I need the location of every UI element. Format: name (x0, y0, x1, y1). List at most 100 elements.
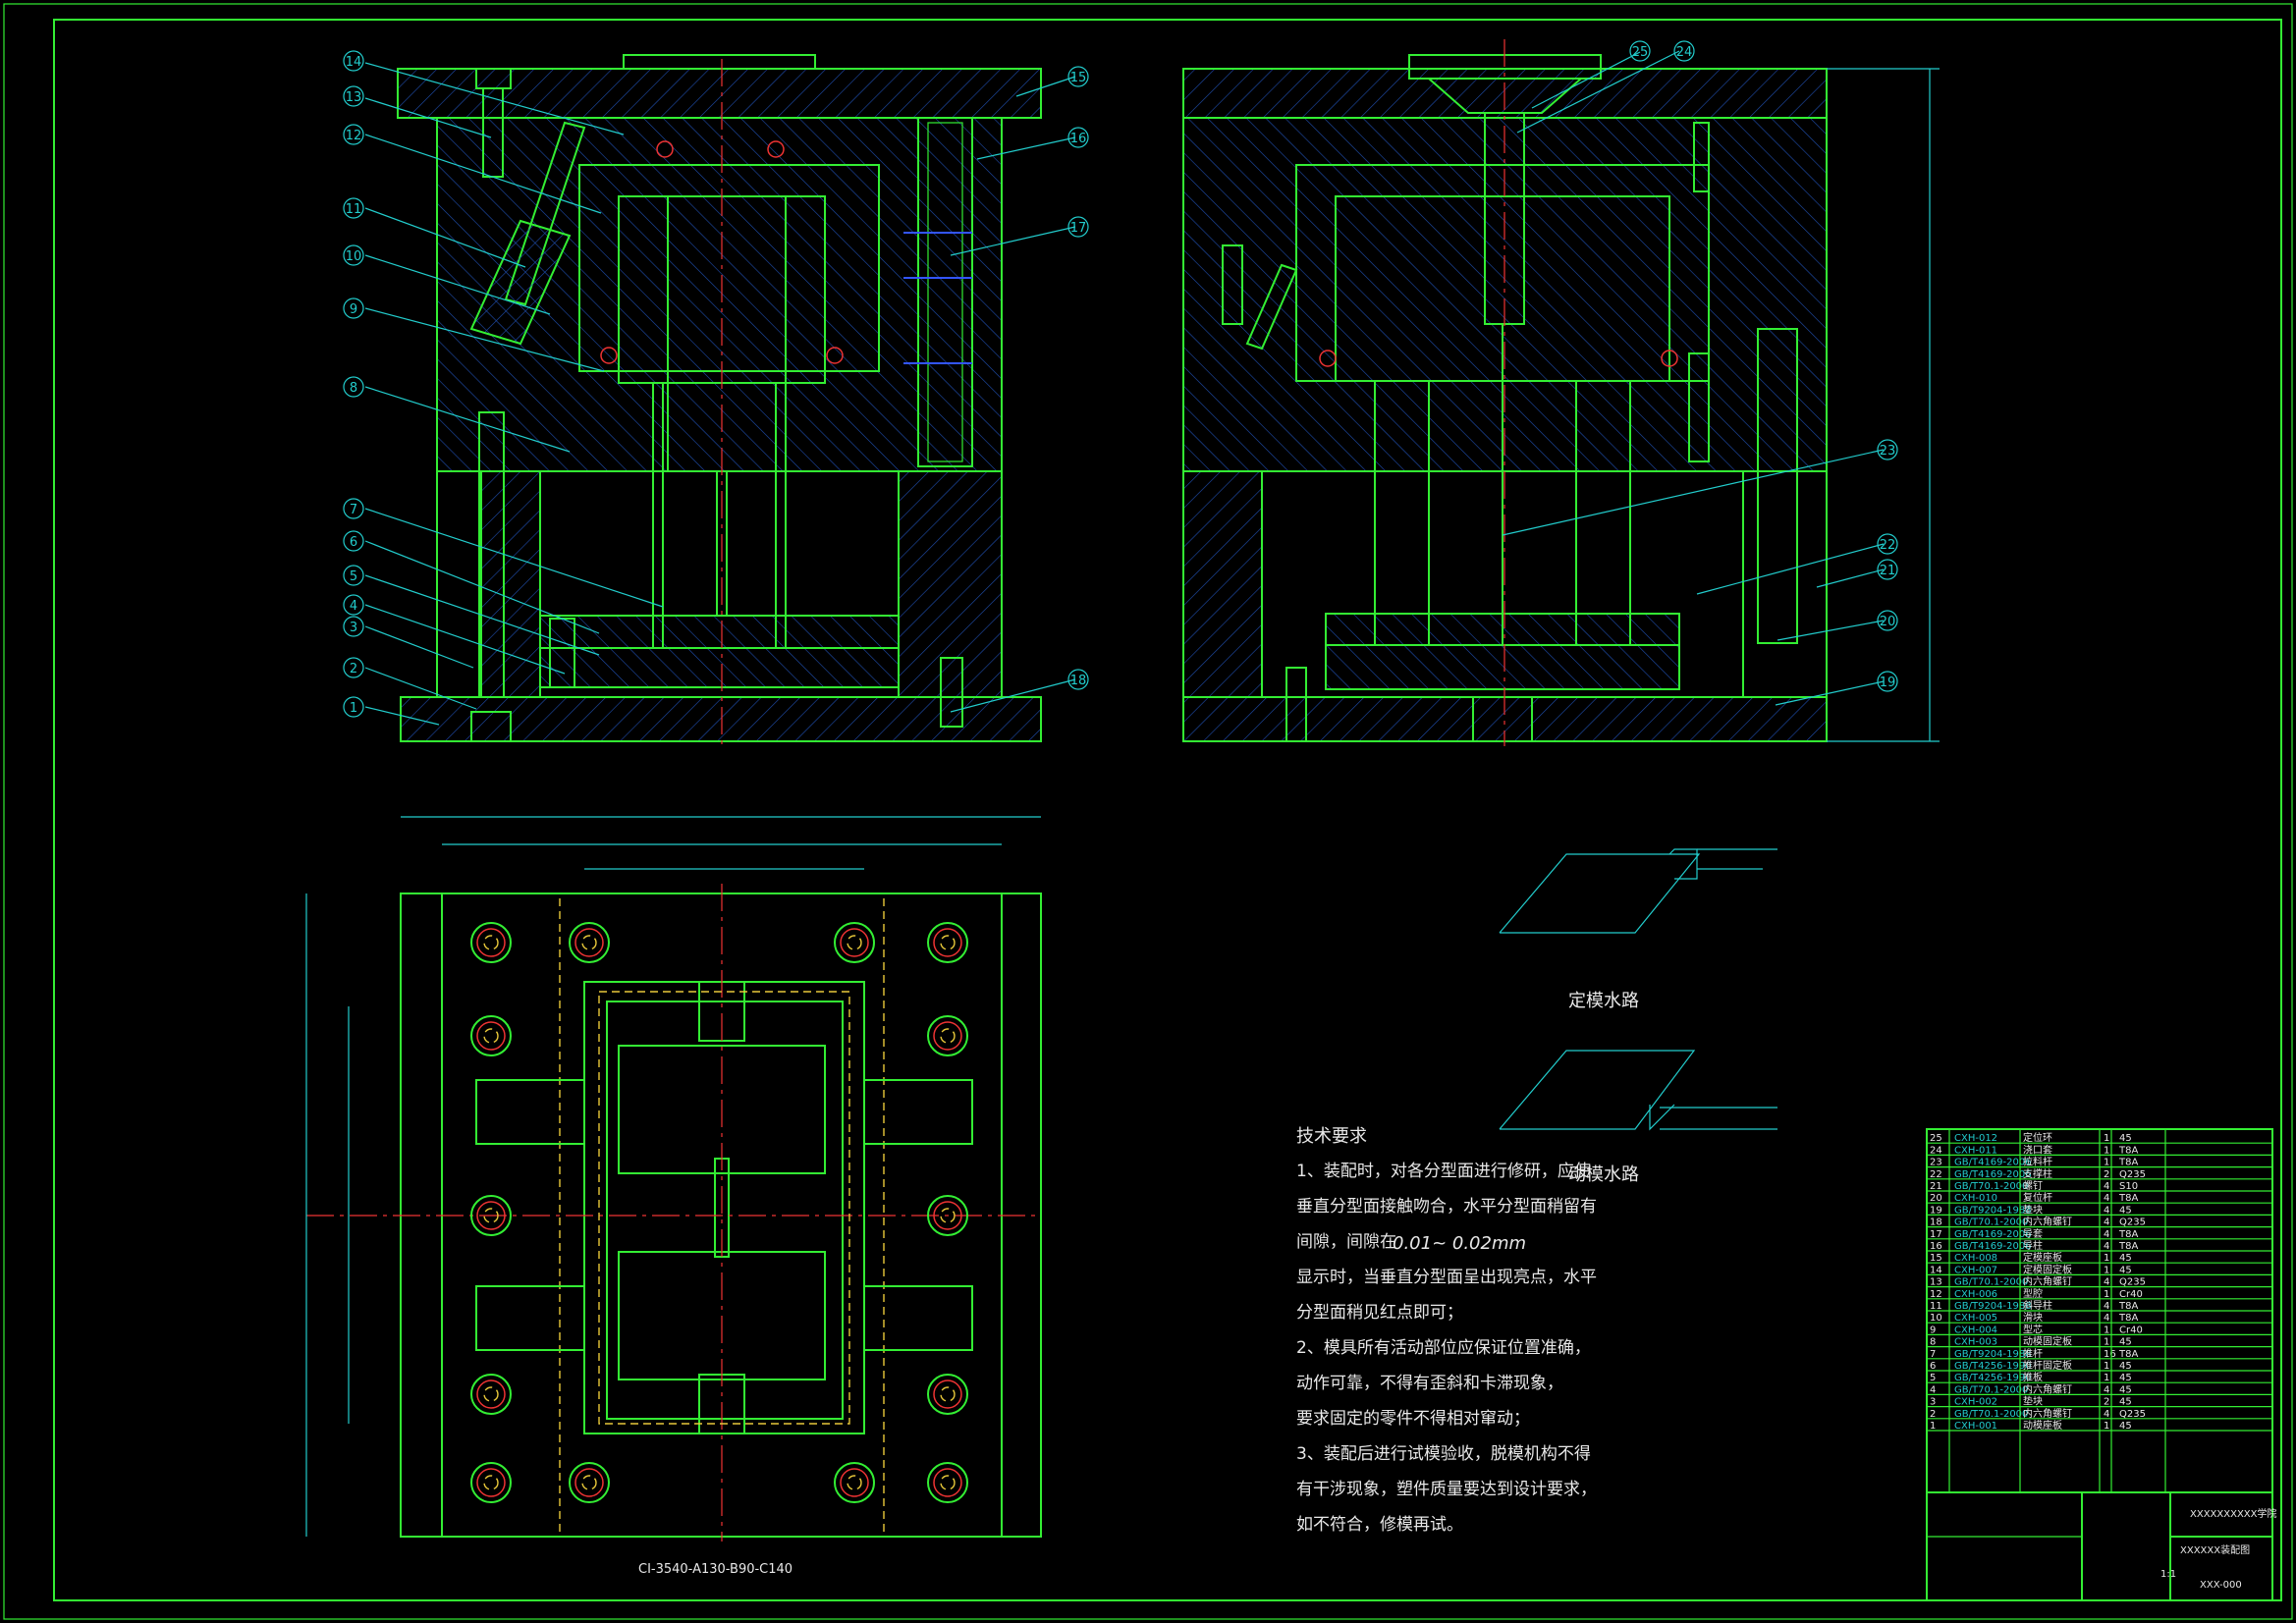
bolt-hole (574, 1468, 604, 1497)
bolt-hole (483, 1028, 499, 1044)
svg-text:22: 22 (1880, 538, 1896, 553)
bom-cell-qty: 4 (2104, 1229, 2109, 1240)
bom-cell-mat: 45 (2119, 1421, 2132, 1432)
bolt-hole (927, 1374, 968, 1415)
svg-text:23: 23 (1880, 444, 1896, 459)
bom-cell-name: 定模固定板 (2023, 1263, 2072, 1275)
bom-cell-qty: 2 (2104, 1397, 2109, 1408)
part-balloon: 15 (1067, 66, 1089, 87)
plan-view (305, 816, 1042, 1542)
bom-cell-qty: 1 (2104, 1158, 2109, 1168)
bolt-hole (927, 1462, 968, 1503)
bom-cell-no: 22 (1930, 1169, 1942, 1180)
bom-cell-name: 复位杆 (2023, 1191, 2052, 1204)
bom-cell-qty: 1 (2104, 1133, 2109, 1144)
bolt-hole (476, 1021, 506, 1051)
bom-cell-qty: 4 (2104, 1313, 2109, 1324)
bom-cell-name: 定位环 (2023, 1131, 2052, 1144)
bom-cell-mat: T8A (2118, 1158, 2138, 1168)
bom-cell-code: GB/T4256-1990 (1954, 1373, 2032, 1383)
bom-cell-name: 垫块 (2023, 1395, 2043, 1408)
part-balloon: 16 (1067, 127, 1089, 148)
bom-cell-name: 滑块 (2023, 1312, 2043, 1324)
bolt-hole (840, 928, 869, 957)
bom-cell-mat: 45 (2119, 1133, 2132, 1144)
bolt-hole (476, 1201, 506, 1230)
svg-text:18: 18 (1070, 674, 1087, 688)
bom-cell-name: 型腔 (2023, 1287, 2043, 1300)
part-balloon: 25 (1629, 40, 1651, 62)
bom-cell-code: GB/T4169-2006 (1954, 1169, 2032, 1180)
bom-cell-name: 型芯 (2023, 1323, 2043, 1335)
tech-line: 分型面稍见红点即可； (1296, 1303, 1463, 1323)
bom-cell-name: 浇口套 (2023, 1143, 2052, 1156)
bom-cell-name: 推杆固定板 (2023, 1359, 2072, 1372)
bolt-hole (569, 1462, 610, 1503)
bom-cell-no: 11 (1930, 1301, 1942, 1312)
bom-cell-code: CXH-010 (1954, 1193, 1997, 1204)
part-balloon: 13 (343, 85, 364, 107)
part-balloon: 2 (343, 657, 364, 678)
bom-cell-no: 8 (1930, 1337, 1936, 1348)
bom-cell-code: CXH-004 (1954, 1325, 1997, 1335)
bom-cell-qty: 4 (2104, 1205, 2109, 1216)
svg-text:6: 6 (350, 535, 357, 550)
bom-cell-no: 2 (1930, 1409, 1936, 1420)
bom-cell-mat: 45 (2119, 1361, 2132, 1372)
bolt-hole (581, 1475, 597, 1490)
part-balloon: 24 (1673, 40, 1695, 62)
part-balloon: 8 (343, 376, 364, 398)
svg-text:4: 4 (350, 599, 357, 614)
svg-text:1: 1 (350, 701, 357, 716)
bom-cell-no: 19 (1930, 1205, 1942, 1216)
bom-cell-no: 23 (1930, 1158, 1942, 1168)
bom-cell-no: 4 (1930, 1384, 1936, 1395)
tech-line: 有干涉现象，塑件质量要达到设计要求， (1296, 1480, 1597, 1499)
part-balloon: 7 (343, 498, 364, 519)
bom-cell-no: 24 (1930, 1145, 1942, 1156)
bom-cell-name: 支撑柱 (2023, 1167, 2052, 1180)
bolt-hole (569, 922, 610, 963)
bom-cell-qty: 4 (2104, 1277, 2109, 1288)
bom-cell-qty: 4 (2104, 1181, 2109, 1192)
bom-cell-qty: 4 (2104, 1301, 2109, 1312)
bom-cell-mat: Q235 (2119, 1169, 2146, 1180)
bolt-hole (483, 1208, 499, 1223)
bom-cell-mat: Q235 (2119, 1217, 2146, 1228)
bom-cell-mat: T8A (2118, 1145, 2138, 1156)
bom-cell-no: 14 (1930, 1265, 1942, 1275)
bom-cell-name: 动模固定板 (2023, 1335, 2072, 1348)
tech-line: 显示时，当垂直分型面呈出现亮点，水平 (1296, 1268, 1597, 1287)
part-balloon: 19 (1877, 671, 1898, 692)
bolt-hole (927, 1015, 968, 1056)
bom-cell-code: GB/T70.1-2000 (1954, 1277, 2028, 1288)
bom-cell-code: GB/T70.1-2000 (1954, 1181, 2028, 1192)
tech-requirements: 技术要求 1、装配时，对各分型面进行修研，应使垂直分型面接触吻合，水平分型面稍留… (1296, 1126, 1597, 1535)
bom-cell-name: 推板 (2023, 1371, 2043, 1383)
bom-cell-mat: T8A (2118, 1313, 2138, 1324)
bom-cell-code: GB/T70.1-2000 (1954, 1217, 2028, 1228)
inner-frame (53, 19, 2282, 1601)
bom-cell-qty: 1 (2104, 1325, 2109, 1335)
tech-line: 3、装配后进行试模验收，脱模机构不得 (1296, 1444, 1591, 1464)
bolt-hole (470, 1195, 512, 1236)
bom-cell-qty: 1 (2104, 1361, 2109, 1372)
tech-line: 动作可靠，不得有歪斜和卡滞现象， (1296, 1374, 1563, 1393)
bom-cell-mat: T8A (2118, 1241, 2138, 1252)
bom-cell-no: 9 (1930, 1325, 1936, 1335)
bom-cell-code: GB/T9204-1988 (1954, 1301, 2032, 1312)
bom-cell-name: 动模座板 (2023, 1419, 2062, 1432)
bom-cell-code: CXH-006 (1954, 1289, 1997, 1300)
bom-cell-mat: 45 (2119, 1265, 2132, 1275)
bom-cell-no: 7 (1930, 1349, 1936, 1360)
svg-text:3: 3 (350, 621, 357, 635)
svg-text:15: 15 (1070, 71, 1087, 85)
bom-cell-qty: 1 (2104, 1145, 2109, 1156)
bolt-hole (933, 1380, 962, 1409)
bom-cell-code: GB/T4256-1990 (1954, 1361, 2032, 1372)
tech-title: 技术要求 (1296, 1126, 1367, 1147)
bom-cell-name: 螺钉 (2023, 1180, 2043, 1192)
